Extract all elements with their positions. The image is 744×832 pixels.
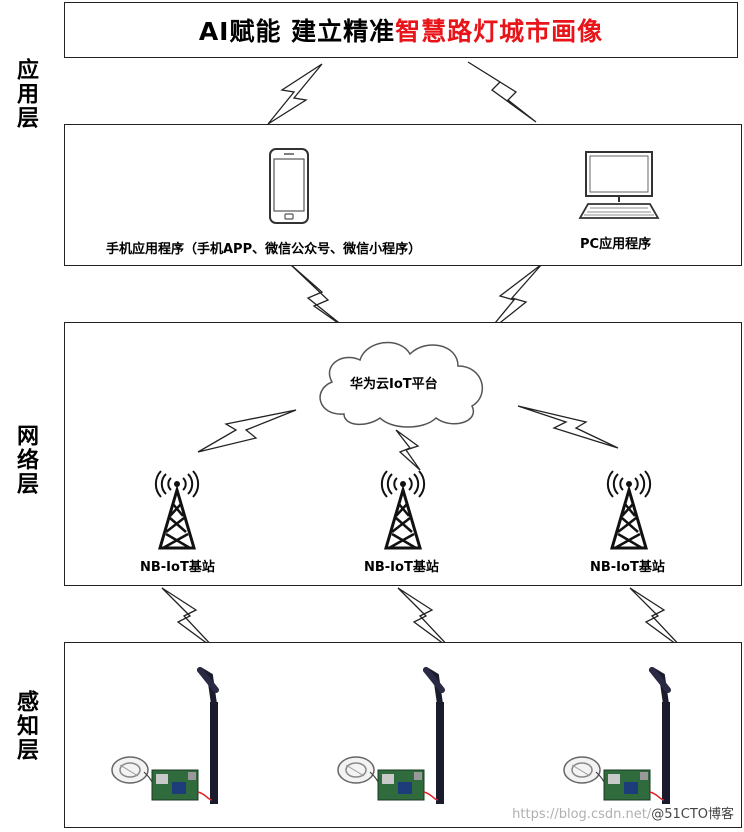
layer-label-perception: 感知层 [13, 690, 38, 762]
smartphone-icon [269, 148, 309, 224]
layer-label-application: 应用层 [13, 58, 38, 130]
diagram-title: AI赋能 建立精准智慧路灯城市画像 [199, 12, 603, 48]
signal-bolt-icon [197, 409, 297, 453]
cell-tower-icon [154, 470, 200, 550]
watermark-site: @51CTO博客 [651, 807, 734, 822]
desktop-computer-icon [578, 151, 660, 219]
streetlight-device-icon [337, 667, 445, 804]
base-station-label: NB-IoT基站 [590, 560, 665, 575]
cell-tower-icon [606, 470, 652, 550]
cell-tower-icon [380, 470, 426, 550]
signal-bolt-icon [517, 405, 619, 449]
watermark-url: https://blog.csdn.net/ [512, 807, 652, 822]
cloud-platform-label: 华为云IoT平台 [350, 377, 438, 392]
pc-app-label: PC应用程序 [580, 237, 652, 252]
streetlight-device-icon [111, 667, 219, 804]
watermark: https://blog.csdn.net/@51CTO博客 [512, 803, 734, 822]
title-box: AI赋能 建立精准智慧路灯城市画像 [64, 2, 738, 58]
base-station-label: NB-IoT基站 [364, 560, 439, 575]
streetlight-device-icon [563, 667, 671, 804]
signal-bolt-icon [395, 429, 421, 471]
title-part-red: 智慧路灯城市画像 [395, 17, 604, 46]
layer-label-network: 网络层 [13, 424, 38, 496]
signal-bolt-icon [267, 63, 323, 125]
mobile-app-label: 手机应用程序（手机APP、微信公众号、微信小程序） [106, 242, 422, 257]
base-station-label: NB-IoT基站 [140, 560, 215, 575]
cloud-icon [319, 341, 483, 428]
signal-bolt-icon [467, 61, 537, 123]
title-part-black: AI赋能 建立精准 [198, 17, 396, 46]
